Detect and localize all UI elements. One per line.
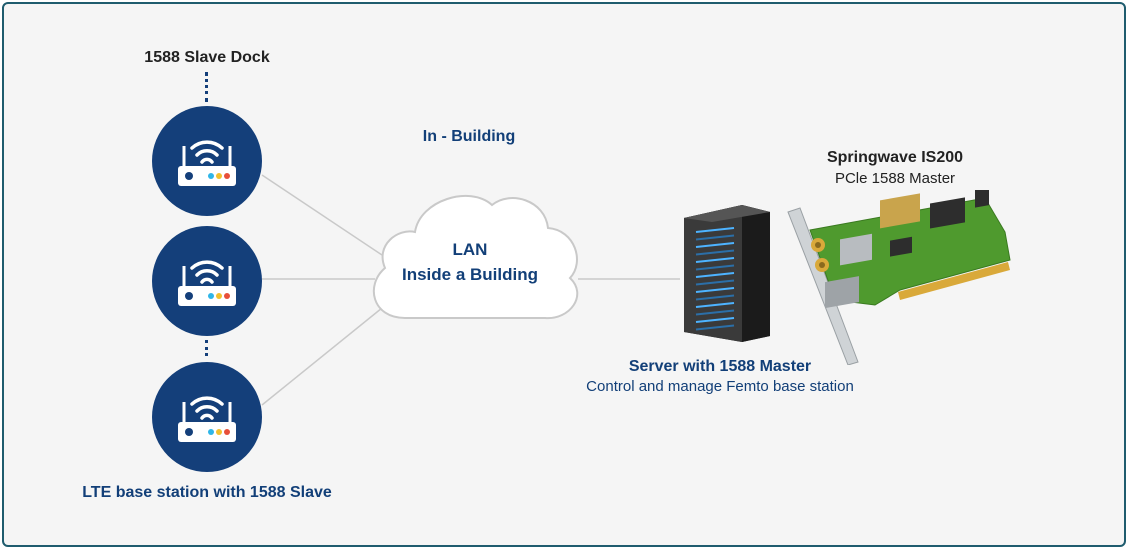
router-node-1 — [152, 106, 262, 216]
cloud-label-line1: LAN — [452, 240, 488, 259]
wifi-router-icon — [178, 260, 236, 306]
server-slot-light — [695, 227, 735, 233]
server-slot-light — [695, 287, 735, 293]
server-slot-light — [695, 294, 735, 301]
server-slot-light — [695, 272, 735, 278]
wifi-router-icon — [178, 396, 236, 442]
slave-label: LTE base station with 1588 Slave — [82, 484, 332, 501]
dock-label: 1588 Slave Dock — [144, 49, 270, 66]
ellipsis-dots — [205, 340, 211, 356]
in-building-label: In - Building — [422, 128, 516, 145]
server-slot-light — [695, 309, 735, 316]
server-subtitle: Control and manage Femto base station — [586, 378, 854, 395]
cloud-label-line2: Inside a Building — [401, 265, 539, 284]
dock-dotted-connector — [205, 72, 211, 102]
server-slot-light — [695, 234, 735, 241]
cloud-icon — [372, 195, 579, 320]
server-slot-light — [695, 302, 735, 308]
router-node-2 — [152, 226, 262, 336]
wifi-router-icon — [178, 140, 236, 186]
server-slot-light — [695, 249, 735, 256]
server-slot-light — [695, 279, 735, 286]
card-title: Springwave IS200 — [826, 149, 964, 166]
server-slot-light — [695, 324, 735, 331]
server-slot-light — [695, 257, 735, 263]
server-slot-light — [695, 317, 735, 323]
router-node-3 — [152, 362, 262, 472]
link-router-1 — [261, 174, 383, 256]
server-slot-light — [695, 264, 735, 271]
pcie-card-icon — [787, 190, 1011, 365]
server-title: Server with 1588 Master — [628, 358, 812, 375]
link-router-3 — [261, 307, 383, 406]
server-slot-light — [695, 242, 735, 248]
card-subtitle: PCle 1588 Master — [834, 170, 956, 187]
